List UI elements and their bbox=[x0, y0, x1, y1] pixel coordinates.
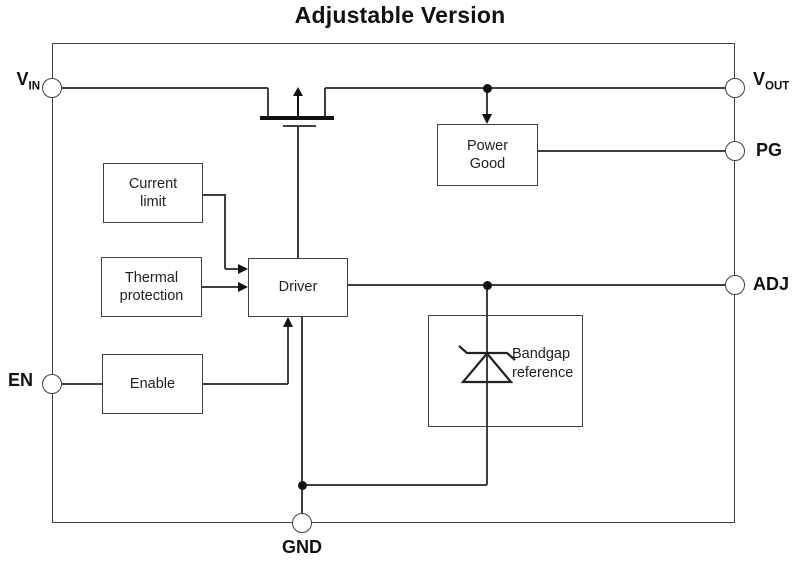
wire-enable-up bbox=[287, 326, 289, 384]
wire-vout-rail bbox=[325, 87, 725, 89]
zener-diode-icon bbox=[458, 345, 516, 384]
wire-gate-to-driver bbox=[297, 127, 299, 258]
arrowhead-enable-into-driver bbox=[282, 317, 293, 327]
mosfet-arrow-icon bbox=[293, 87, 303, 96]
driver-label: Driver bbox=[278, 279, 318, 296]
wire-currentlimit-to-driver bbox=[225, 268, 239, 270]
junction-dot-vout bbox=[482, 83, 492, 93]
mosfet-substrate-line bbox=[297, 96, 299, 117]
arrowhead-currentlimit-into-driver bbox=[238, 263, 248, 274]
junction-dot-gnd bbox=[297, 480, 307, 490]
mosfet-channel-bar bbox=[260, 116, 334, 120]
wire-gnd-to-bandgap bbox=[302, 484, 487, 486]
pin-gnd bbox=[292, 513, 312, 533]
pin-vin bbox=[42, 78, 62, 98]
pin-label-en: EN bbox=[8, 370, 34, 390]
enable-label: Enable bbox=[129, 375, 176, 392]
power-good-label: Power Good bbox=[466, 137, 509, 173]
wire-powergood-to-pg bbox=[538, 150, 725, 152]
pin-label-vout: VOUT bbox=[753, 69, 790, 93]
current-limit-block: Current limit bbox=[103, 163, 203, 223]
junction-dot-adj bbox=[482, 280, 492, 290]
driver-block: Driver bbox=[248, 258, 348, 317]
wire-enable-out bbox=[203, 383, 288, 385]
bandgap-reference-block bbox=[428, 315, 583, 427]
bandgap-reference-label: Bandgap reference bbox=[512, 346, 574, 381]
wire-driver-to-adj bbox=[348, 284, 725, 286]
wire-bandgap-vertical bbox=[486, 285, 488, 485]
mosfet-drain-stub bbox=[324, 88, 326, 117]
thermal-protection-label: Thermal protection bbox=[119, 269, 184, 305]
wire-currentlimit-out bbox=[203, 194, 225, 196]
wire-vin-rail bbox=[62, 87, 268, 89]
mosfet-source-stub bbox=[267, 88, 269, 117]
pin-label-pg: PG bbox=[756, 140, 783, 160]
diagram-title: Adjustable Version bbox=[294, 2, 506, 28]
arrowhead-into-powergood bbox=[481, 114, 492, 124]
power-good-block: Power Good bbox=[437, 124, 538, 186]
wire-currentlimit-down bbox=[224, 194, 226, 270]
wire-vout-to-powergood bbox=[486, 92, 488, 115]
wire-en-to-enable bbox=[62, 383, 102, 385]
wire-driver-to-gnd bbox=[301, 317, 303, 513]
pin-label-vin: VIN bbox=[16, 69, 40, 93]
pin-en bbox=[42, 374, 62, 394]
enable-block: Enable bbox=[102, 354, 203, 414]
pin-label-gnd: GND bbox=[282, 537, 322, 557]
mosfet-gate-plate bbox=[283, 125, 316, 128]
pin-vout bbox=[725, 78, 745, 98]
thermal-protection-block: Thermal protection bbox=[101, 257, 202, 317]
pin-adj bbox=[725, 275, 745, 295]
pin-label-adj: ADJ bbox=[753, 274, 790, 294]
arrowhead-thermal-into-driver bbox=[238, 281, 248, 292]
wire-thermal-to-driver bbox=[202, 286, 239, 288]
pin-pg bbox=[725, 141, 745, 161]
current-limit-label: Current limit bbox=[128, 175, 178, 211]
